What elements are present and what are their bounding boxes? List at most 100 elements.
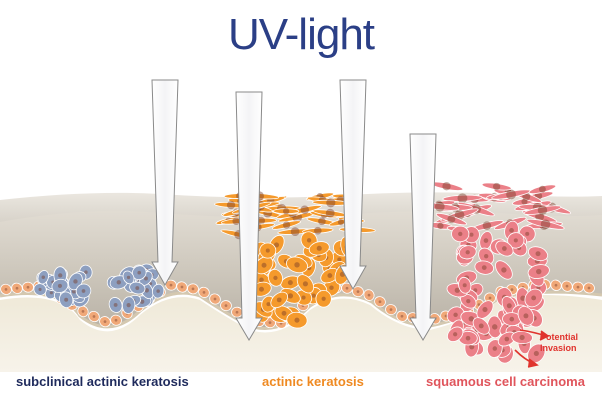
scc-keratin-flake-nucleus [521,198,528,205]
basal-cell [385,304,397,316]
atypical-cell-nucleus [116,280,121,285]
scc-keratin-flake-nucleus [457,193,468,204]
hyperkeratosis-flake-nucleus [325,208,335,218]
basal-cell [11,282,23,294]
atypical-cell-nucleus [58,273,63,278]
scc-keratin-flake-nucleus [442,182,451,191]
atypical-cell-nucleus [329,285,334,290]
atypical-cell [51,278,69,294]
scc-cell-nucleus [501,267,507,273]
basal-cell-nucleus [477,303,481,306]
scc-cell-nucleus [458,231,463,237]
basal-cell-nucleus [356,290,360,293]
scc-keratin-flake-nucleus [454,210,465,220]
basal-cell-nucleus [510,288,514,291]
scc-cell-nucleus [536,285,541,290]
atypical-cell-nucleus [71,289,76,294]
scc-cell-nucleus [513,238,518,243]
scc-cell-nucleus [468,316,474,322]
hyperkeratosis-flake-nucleus [282,208,290,215]
basal-cell-nucleus [554,283,558,287]
atypical-cell [59,291,74,308]
scc-keratin-flake [435,213,467,226]
atypical-cell [267,269,283,287]
atypical-cell-nucleus [287,293,294,299]
scc-keratin-flake-nucleus [506,189,516,200]
scc-cell-nucleus [525,231,530,236]
atypical-cell-nucleus [259,286,264,292]
basal-cell-nucleus [169,283,173,287]
scc-cell [458,245,477,260]
basal-cell [176,281,188,293]
scc-cell-nucleus [481,265,487,270]
scc-cell [524,288,543,308]
scc-cell-nucleus [482,307,488,313]
atypical-cell-nucleus [294,317,300,323]
atypical-cell-nucleus [294,262,300,268]
atypical-cell-nucleus [135,286,140,290]
scc-cell-nucleus [509,228,514,233]
basal-cell [583,282,595,294]
atypical-cell-nucleus [327,273,333,279]
scc-cell-nucleus [533,350,539,357]
basal-cell-nucleus [26,285,30,289]
scc-cell-nucleus [469,344,475,350]
scc-cell-nucleus [536,268,542,275]
basal-cell-nucleus [444,314,448,318]
atypical-cell-nucleus [81,289,86,293]
atypical-cell-nucleus [259,277,264,283]
scc-keratin-flake [523,205,562,215]
scc-cell-nucleus [483,238,489,243]
atypical-cell-nucleus [156,289,160,293]
atypical-cell-nucleus [49,291,53,295]
atypical-cell-nucleus [337,257,342,262]
basal-cell [396,310,408,322]
atypical-cell-nucleus [57,283,62,288]
atypical-cell-nucleus [281,310,287,316]
scc-cell [495,240,514,257]
atypical-cell-nucleus [311,293,316,298]
page-title: UV-light [227,10,375,59]
scc-cell-nucleus [523,313,529,319]
scc-cell [451,225,470,243]
scc-cell-nucleus [454,287,460,293]
basal-cell-nucleus [114,318,118,322]
atypical-cell-nucleus [113,303,118,307]
uv-beam-4 [409,133,437,341]
hyperkeratosis-flake-nucleus [318,217,326,226]
scc-cell [528,246,549,262]
uv-beam-3 [339,79,367,291]
scc-cell-nucleus [484,253,489,259]
stage-label-subclinical: subclinical actinic keratosis [16,374,189,389]
atypical-cell-nucleus [276,297,282,303]
basal-cell-nucleus [389,308,393,311]
basal-cell-nucleus [367,293,371,297]
scc-cell [495,260,513,280]
scc-cell-nucleus [504,336,510,342]
scc-cell [511,330,533,345]
basal-cell-nucleus [488,296,492,300]
basal-cell [88,310,100,323]
scc-cell-nucleus [466,298,471,304]
basal-cell [352,286,364,298]
hyperkeratosis-flake-nucleus [290,227,300,236]
basal-cell-nucleus [191,287,195,291]
uv-beam-1 [151,79,179,287]
basal-cell-nucleus [587,286,591,290]
basal-cell-nucleus [92,315,96,318]
atypical-cell [259,242,277,259]
scc-cell-nucleus [502,246,507,251]
basal-cell [209,293,221,305]
atypical-cell-nucleus [261,262,267,268]
atypical-cell-nucleus [126,275,131,280]
basal-cell [0,283,12,295]
basal-cell [363,289,375,301]
hyperkeratosis-flake-nucleus [257,216,266,225]
stage-label-scc: squamous cell carcinoma [426,374,585,389]
atypical-cell [286,256,309,274]
atypical-cell [315,289,332,308]
scc-cell-nucleus [506,303,512,309]
scc-keratin-flake-nucleus [492,182,501,191]
scc-cell-nucleus [519,334,525,341]
